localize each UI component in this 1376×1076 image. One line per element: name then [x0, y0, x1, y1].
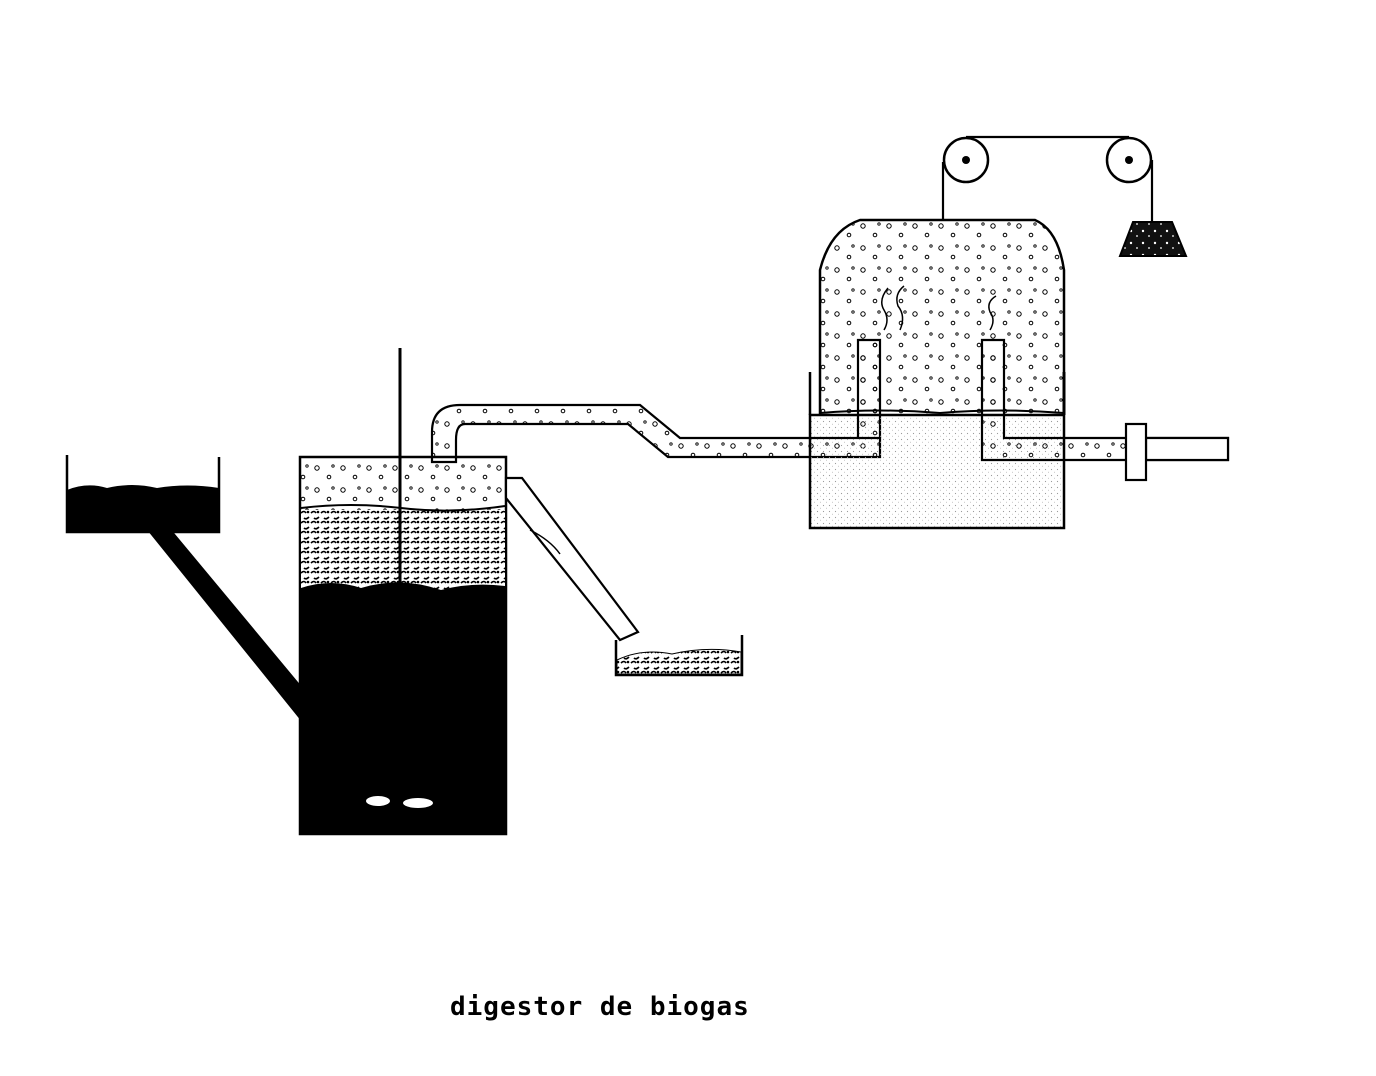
feed-hopper [65, 455, 221, 534]
valve [1124, 422, 1148, 482]
effluent-tray [614, 635, 744, 677]
gas-output-pipe [980, 338, 1230, 462]
overflow-chute [504, 476, 640, 642]
gas-bell [818, 218, 1066, 415]
counterweight [1118, 221, 1188, 257]
inlet-pipe [147, 531, 301, 721]
diagram-caption: digestor de biogas [450, 992, 750, 1022]
counterweight-pulleys [941, 135, 1154, 222]
digester-tank [298, 455, 508, 836]
